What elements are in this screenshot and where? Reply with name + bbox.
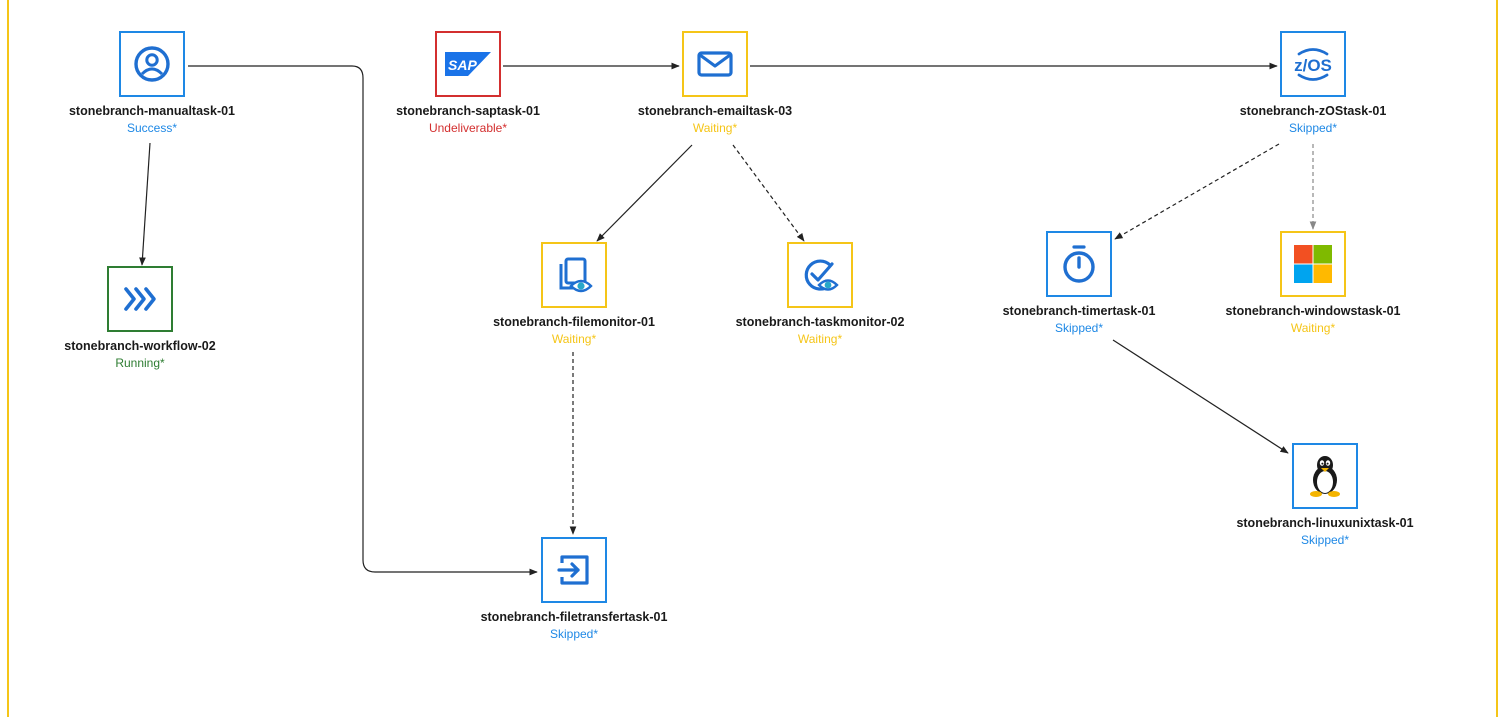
task-box-windowstask[interactable] [1280,231,1346,297]
node-filetransfer[interactable]: stonebranch-filetransfertask-01 Skipped* [434,537,714,642]
edge-emailtask-taskmonitor[interactable] [732,144,805,242]
mail-icon [697,51,733,77]
edge-manualtask-filetransfer[interactable] [188,65,538,576]
task-name: stonebranch-saptask-01 [396,104,540,118]
task-status: Undeliverable* [428,121,508,135]
task-monitor-icon [804,259,839,291]
task-status: Waiting* [797,332,843,346]
task-name: stonebranch-manualtask-01 [68,104,236,118]
task-box-manualtask[interactable] [119,31,185,97]
node-workflow[interactable]: stonebranch-workflow-02 Running* [0,266,280,371]
edge-timertask-linuxtask[interactable] [1112,339,1289,454]
task-name: stonebranch-filetransfertask-01 [480,610,668,624]
task-status: Waiting* [1290,321,1336,335]
node-timertask[interactable]: stonebranch-timertask-01 Skipped* [939,231,1219,336]
file-monitor-icon [559,257,593,293]
node-filemonitor[interactable]: stonebranch-filemonitor-01 Waiting* [434,242,714,347]
task-name: stonebranch-zOStask-01 [1239,104,1387,118]
task-box-filetransfer[interactable] [541,537,607,603]
node-manualtask[interactable]: stonebranch-manualtask-01 Success* [12,31,292,136]
task-box-filemonitor[interactable] [541,242,607,308]
svg-text:z/OS: z/OS [1294,56,1332,75]
task-name: stonebranch-timertask-01 [1002,304,1156,318]
node-windowstask[interactable]: stonebranch-windowstask-01 Waiting* [1173,231,1453,336]
task-name: stonebranch-linuxunixtask-01 [1236,516,1414,530]
edge-zostask-timertask[interactable] [1114,143,1280,240]
user-circle-icon [134,46,170,82]
task-status: Skipped* [1054,321,1104,335]
task-box-linuxtask[interactable] [1292,443,1358,509]
task-status: Running* [115,356,165,370]
task-status: Success* [126,121,178,135]
node-zostask[interactable]: z/OS stonebranch-zOStask-01 Skipped* [1173,31,1453,136]
canvas-border-left [7,0,9,717]
windows-logo-icon [1294,245,1332,283]
file-transfer-icon [557,555,589,585]
edge-manualtask-workflow[interactable] [139,142,151,266]
task-name: stonebranch-windowstask-01 [1225,304,1401,318]
workflow-chevrons-icon [124,287,156,311]
timer-icon [1063,245,1095,283]
edge-emailtask-filemonitor[interactable] [596,144,693,242]
task-status: Skipped* [549,627,599,641]
task-status: Waiting* [692,121,738,135]
linux-tux-icon [1310,456,1340,497]
node-taskmonitor[interactable]: stonebranch-taskmonitor-02 Waiting* [680,242,960,347]
node-saptask[interactable]: SAP stonebranch-saptask-01 Undeliverable… [328,31,608,136]
task-box-saptask[interactable]: SAP [435,31,501,97]
node-linuxtask[interactable]: stonebranch-linuxunixtask-01 Skipped* [1185,443,1465,548]
task-box-workflow[interactable] [107,266,173,332]
task-name: stonebranch-workflow-02 [64,339,216,353]
sap-logo-icon: SAP [445,52,491,76]
task-name: stonebranch-emailtask-03 [637,104,793,118]
task-status: Waiting* [551,332,597,346]
task-name: stonebranch-filemonitor-01 [493,315,655,329]
node-emailtask[interactable]: stonebranch-emailtask-03 Waiting* [575,31,855,136]
task-status: Skipped* [1288,121,1338,135]
task-box-taskmonitor[interactable] [787,242,853,308]
canvas-border-right [1496,0,1498,717]
task-box-zostask[interactable]: z/OS [1280,31,1346,97]
svg-text:SAP: SAP [448,57,477,73]
zos-icon: z/OS [1294,48,1332,81]
task-name: stonebranch-taskmonitor-02 [735,315,905,329]
task-status: Skipped* [1300,533,1350,547]
task-box-emailtask[interactable] [682,31,748,97]
task-box-timertask[interactable] [1046,231,1112,297]
